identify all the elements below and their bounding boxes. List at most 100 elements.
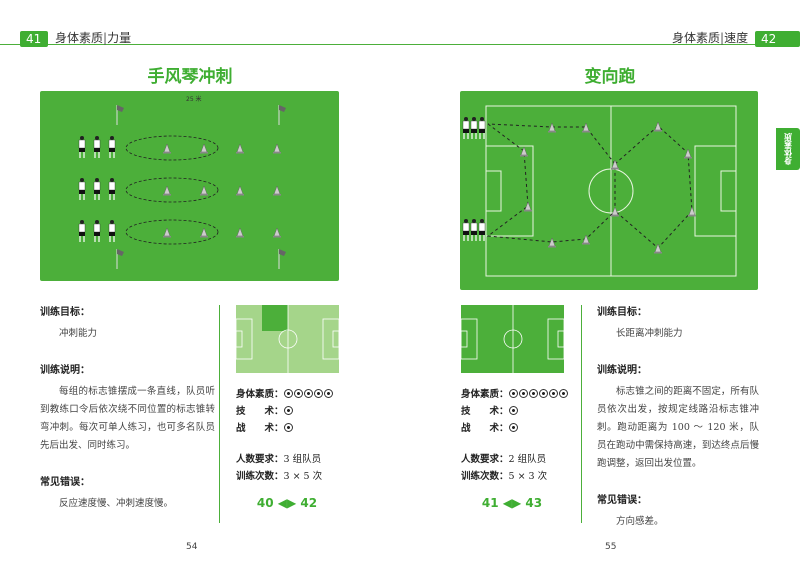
errors-heading: 常见错误： xyxy=(40,477,90,488)
cone-icon xyxy=(273,143,281,154)
soccer-ball-icon xyxy=(283,423,293,432)
arrow-left-icon[interactable]: ◀ xyxy=(502,496,512,510)
side-tab[interactable]: 身体素质 xyxy=(776,128,800,170)
cone-icon xyxy=(163,185,171,196)
right-stats: 身体素质： 技 术： 战 术： 人数要求：2 组队员 训练次数：5 × 3 次 xyxy=(461,386,569,485)
accordion-sprint-diagram: 25 米 xyxy=(40,91,339,281)
soccer-ball-icon xyxy=(538,389,548,398)
player-icon xyxy=(470,219,478,241)
player-icon xyxy=(462,219,470,241)
right-goal-box xyxy=(720,170,737,212)
soccer-ball-icon xyxy=(283,406,293,415)
prev-page-link[interactable]: 40 xyxy=(256,496,274,510)
physical-label: 身体素质： xyxy=(461,389,509,400)
right-drill-title: 变向跑 xyxy=(584,67,636,87)
player-icon xyxy=(462,117,470,139)
desc-heading: 训练说明： xyxy=(40,365,90,376)
next-page-link[interactable]: 42 xyxy=(300,496,318,510)
right-page-nav: 41 ◀▶ 43 xyxy=(461,496,563,510)
errors-text: 反应速度慢、冲刺速度慢。 xyxy=(59,498,174,509)
soccer-ball-icon xyxy=(323,389,333,398)
cone-icon xyxy=(654,121,662,132)
cone-icon xyxy=(200,185,208,196)
left-page-nav: 40 ◀▶ 42 xyxy=(236,496,338,510)
arrow-right-icon[interactable]: ▶ xyxy=(512,496,522,510)
column-divider xyxy=(581,305,582,523)
cone-icon xyxy=(524,201,532,212)
player-icon xyxy=(78,178,86,200)
cone-icon xyxy=(582,122,590,133)
left-header-title: 身体素质|力量 xyxy=(55,31,132,45)
cone-icon xyxy=(611,159,619,170)
cone-icon xyxy=(520,146,528,157)
desc-text: 每组的标志锥摆成一条直线，队员听到教练口令后依次绕不同位置的标志锥转弯冲刺。每次… xyxy=(40,386,215,451)
cone-icon xyxy=(200,143,208,154)
players-value: 2 组队员 xyxy=(508,454,547,465)
header-rule xyxy=(0,44,800,45)
cone-icon xyxy=(273,227,281,238)
reps-value: 5 × 3 次 xyxy=(508,471,548,482)
cone-icon xyxy=(200,227,208,238)
reps-label: 训练次数： xyxy=(461,471,509,482)
next-page-link[interactable]: 43 xyxy=(525,496,543,510)
cone-icon xyxy=(236,185,244,196)
player-icon xyxy=(108,220,116,242)
tactics-label: 战 术： xyxy=(236,423,284,434)
soccer-ball-icon xyxy=(283,389,293,398)
right-text-column: 训练目标： 长距离冲刺能力 训练说明： 标志锥之间的距离不固定，所有队员依次出发… xyxy=(597,303,759,549)
player-icon xyxy=(470,117,478,139)
route-path-1 xyxy=(486,123,616,243)
header-section: 身体素质 xyxy=(55,31,104,45)
player-icon xyxy=(93,220,101,242)
cone-icon xyxy=(582,234,590,245)
player-icon xyxy=(78,220,86,242)
errors-text: 方向感差。 xyxy=(616,516,664,527)
soccer-ball-icon xyxy=(558,389,568,398)
cone-icon xyxy=(688,206,696,217)
right-mini-field xyxy=(461,305,564,373)
right-page-number: 55 xyxy=(605,542,617,552)
reps-value: 3 × 5 次 xyxy=(283,471,323,482)
tactics-rating xyxy=(508,423,519,434)
player-icon xyxy=(478,117,486,139)
cone-icon xyxy=(163,143,171,154)
drill-field-svg xyxy=(462,105,737,277)
header-section: 身体素质 xyxy=(672,31,721,45)
cone-icon xyxy=(236,143,244,154)
cone-icon xyxy=(273,185,281,196)
route-path-2 xyxy=(614,125,693,249)
flag-icon xyxy=(116,105,124,125)
cone-icon xyxy=(654,243,662,254)
players-label: 人数要求： xyxy=(236,454,284,465)
physical-rating xyxy=(508,389,569,400)
technique-label: 技 术： xyxy=(236,406,284,417)
left-stats: 身体素质： 技 术： 战 术： 人数要求：3 组队员 训练次数：3 × 5 次 xyxy=(236,386,334,485)
left-penalty-box xyxy=(485,145,534,237)
desc-text: 标志锥之间的距离不固定，所有队员依次出发，按规定线路沿标志锥冲刺。跑动距离为 1… xyxy=(597,386,759,469)
goal-text: 冲刺能力 xyxy=(59,328,98,339)
technique-rating xyxy=(283,406,294,417)
arrow-left-icon[interactable]: ◀ xyxy=(277,496,287,510)
soccer-ball-icon xyxy=(313,389,323,398)
drill-field-svg xyxy=(78,105,286,269)
flag-icon xyxy=(278,249,286,269)
cone-icon xyxy=(163,227,171,238)
run-path xyxy=(125,135,219,161)
desc-heading: 训练说明： xyxy=(597,365,647,376)
player-icon xyxy=(478,219,486,241)
cone-icon xyxy=(548,237,556,248)
physical-rating xyxy=(283,389,334,400)
arrow-right-icon[interactable]: ▶ xyxy=(287,496,297,510)
run-path xyxy=(125,177,219,203)
players-value: 3 组队员 xyxy=(283,454,322,465)
cone-icon xyxy=(684,148,692,159)
highlight-zone xyxy=(262,305,288,331)
run-path xyxy=(125,219,219,245)
reps-label: 训练次数： xyxy=(236,471,284,482)
left-page-number: 54 xyxy=(186,542,198,552)
prev-page-link[interactable]: 41 xyxy=(481,496,499,510)
player-icon xyxy=(78,136,86,158)
soccer-ball-icon xyxy=(548,389,558,398)
soccer-ball-icon xyxy=(508,389,518,398)
player-icon xyxy=(93,178,101,200)
